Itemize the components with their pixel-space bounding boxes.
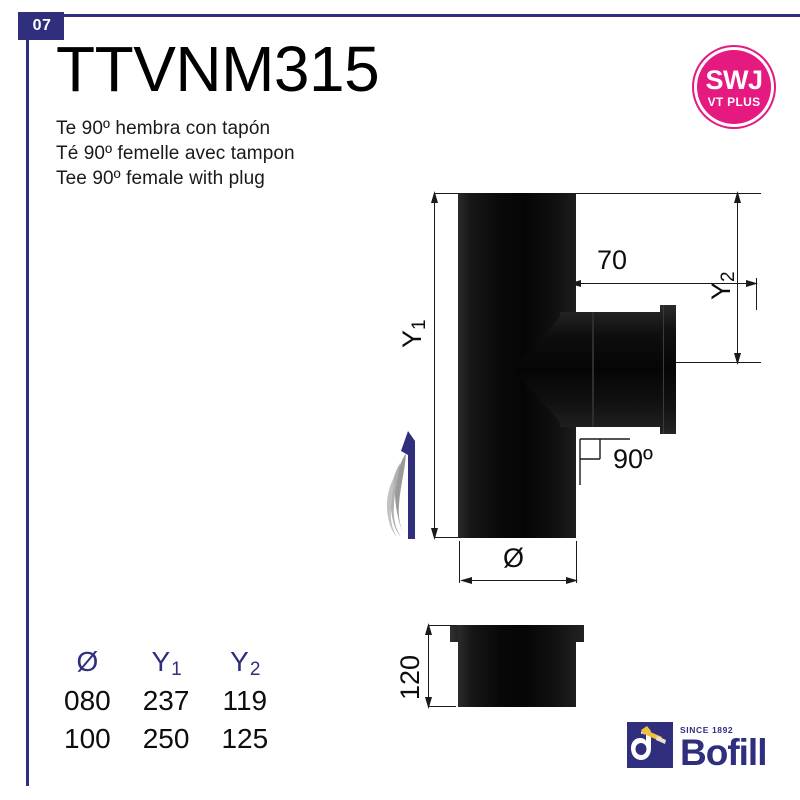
- extension-line-70-left: [572, 283, 573, 313]
- dimension-arrows-70: [569, 280, 758, 287]
- dimension-arrows-y2: [734, 191, 741, 365]
- dimension-arrows-120: [425, 623, 432, 709]
- bofill-text-block: SINCE 1892 Bofill: [680, 725, 767, 773]
- spec-cell-y1: 237: [142, 685, 190, 716]
- product-description-english: Tee 90º female with plug: [56, 168, 265, 189]
- spec-cell-y2: 119: [222, 685, 268, 716]
- plug-seam-line: [592, 312, 594, 427]
- bofill-since-text: SINCE 1892: [680, 725, 734, 736]
- spec-cell-y2: 125: [221, 723, 269, 755]
- bofill-logo-mark-icon: [627, 722, 673, 768]
- spec-cell-diameter: 080: [64, 685, 111, 716]
- dimension-arrows-y1: [431, 191, 438, 540]
- right-angle-symbol-icon: [579, 438, 630, 485]
- extension-line-y1-top: [434, 193, 462, 194]
- spec-table-header-row: Ø Y1 Y2: [48, 648, 284, 682]
- page-border-left: [26, 14, 29, 786]
- spec-cell-diameter: 100: [64, 723, 111, 755]
- dimension-line-70: [571, 283, 756, 284]
- spec-header-diameter: Ø: [76, 646, 99, 677]
- plug-end-collar: [660, 305, 676, 434]
- swj-badge-main-text: SWJ: [705, 64, 763, 95]
- extension-line-diameter-right: [576, 541, 577, 583]
- swj-certification-badge: SWJ VT PLUS: [697, 50, 771, 124]
- product-description-french: Té 90º femelle avec tampon: [56, 143, 295, 164]
- table-row: 100 250 125: [48, 720, 284, 758]
- spec-header-y1: Y1: [151, 646, 182, 680]
- table-row: 080 237 119: [48, 682, 284, 720]
- extension-line-y2-top: [576, 193, 761, 194]
- plug-cylinder-body: [560, 312, 663, 427]
- dimension-label-120: 120: [395, 654, 425, 700]
- product-description-spanish: Te 90º hembra con tapón: [56, 118, 271, 139]
- page-border-top: [26, 14, 800, 17]
- plug-collar-groove: [663, 305, 664, 434]
- dimension-line-120: [428, 625, 429, 707]
- spec-header-y2: Y2: [230, 646, 261, 680]
- dimension-label-70: 70: [597, 245, 628, 275]
- dimension-line-y2: [737, 193, 738, 363]
- sleeve-body: [458, 625, 576, 707]
- extension-line-diameter-left: [459, 541, 460, 583]
- swj-badge-sub-text: VT PLUS: [707, 94, 761, 109]
- specification-table: Ø Y1 Y2 080 237 119 100 250 125: [48, 648, 284, 758]
- extension-line-120-top: [428, 625, 456, 626]
- dimension-line-y1: [434, 193, 435, 538]
- dimension-line-diameter: [462, 580, 576, 581]
- bofill-logo: SINCE 1892 Bofill: [627, 722, 767, 773]
- spec-cell-y1: 250: [142, 723, 190, 755]
- dimension-arrows-diameter: [460, 577, 578, 584]
- dimension-label-y1: Y1: [397, 319, 430, 348]
- page-number-badge: 07: [18, 12, 64, 40]
- bofill-wordmark: Bofill: [680, 731, 767, 773]
- dimension-label-diameter: Ø: [503, 543, 525, 573]
- extension-line-y1-bottom: [434, 537, 462, 538]
- extension-line-120-bottom: [428, 706, 456, 707]
- dimension-label-angle: 90º: [613, 444, 653, 474]
- product-code-title: TTVNM315: [56, 33, 380, 105]
- extension-line-70-right: [756, 278, 757, 310]
- flame-smoke-icon: [386, 431, 415, 539]
- extension-line-y2-bottom: [676, 362, 761, 363]
